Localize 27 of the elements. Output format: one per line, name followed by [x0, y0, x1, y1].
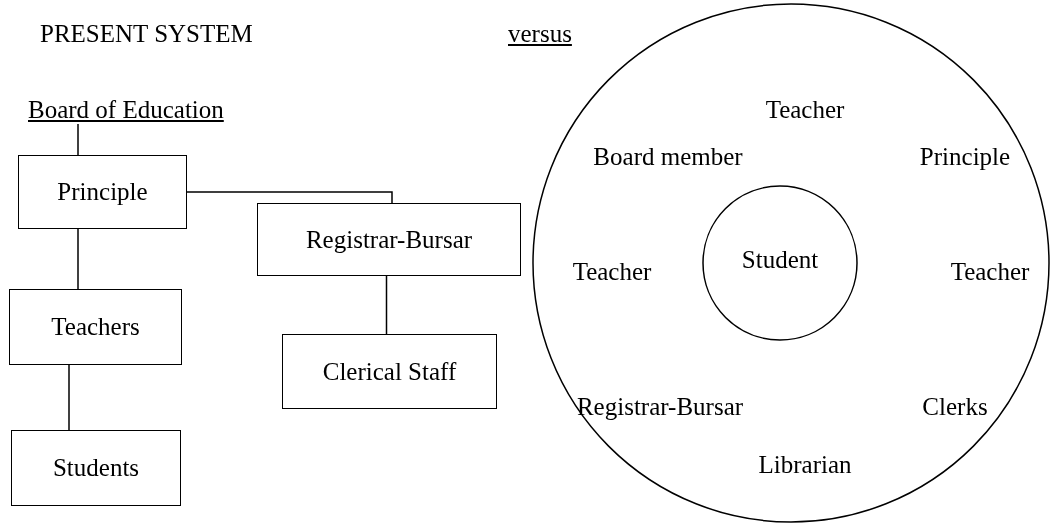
- box-label: Students: [52, 454, 140, 482]
- role-label: Principle: [919, 143, 1011, 171]
- role-label: Clerks: [922, 393, 988, 421]
- role-label: Registrar-Bursar: [576, 393, 744, 421]
- role-label: Board member: [593, 143, 743, 171]
- role-label: Teacher: [950, 258, 1030, 286]
- box-label: Principle: [57, 178, 148, 206]
- connector-line: [385, 275, 388, 335]
- org-box: [257, 203, 521, 276]
- connector-line: [186, 191, 393, 204]
- heading-text: versus: [508, 20, 572, 48]
- box-label: Registrar-Bursar: [305, 225, 473, 254]
- role-label: Teacher: [765, 96, 845, 124]
- box-label: Clerical Staff: [322, 357, 457, 386]
- heading-text: PRESENT SYSTEM: [40, 20, 253, 48]
- connector-line: [77, 123, 79, 156]
- role-label: Student: [741, 246, 819, 274]
- connector-line: [68, 364, 70, 431]
- heading-text: Board of Education: [28, 96, 318, 124]
- org-box: [9, 289, 182, 365]
- connector-line: [77, 228, 79, 290]
- org-box: [282, 334, 497, 409]
- role-label: Teacher: [572, 258, 652, 286]
- org-box: [11, 430, 181, 506]
- role-label: Librarian: [758, 451, 852, 479]
- box-label: Teachers: [51, 313, 140, 341]
- org-box: [18, 155, 187, 229]
